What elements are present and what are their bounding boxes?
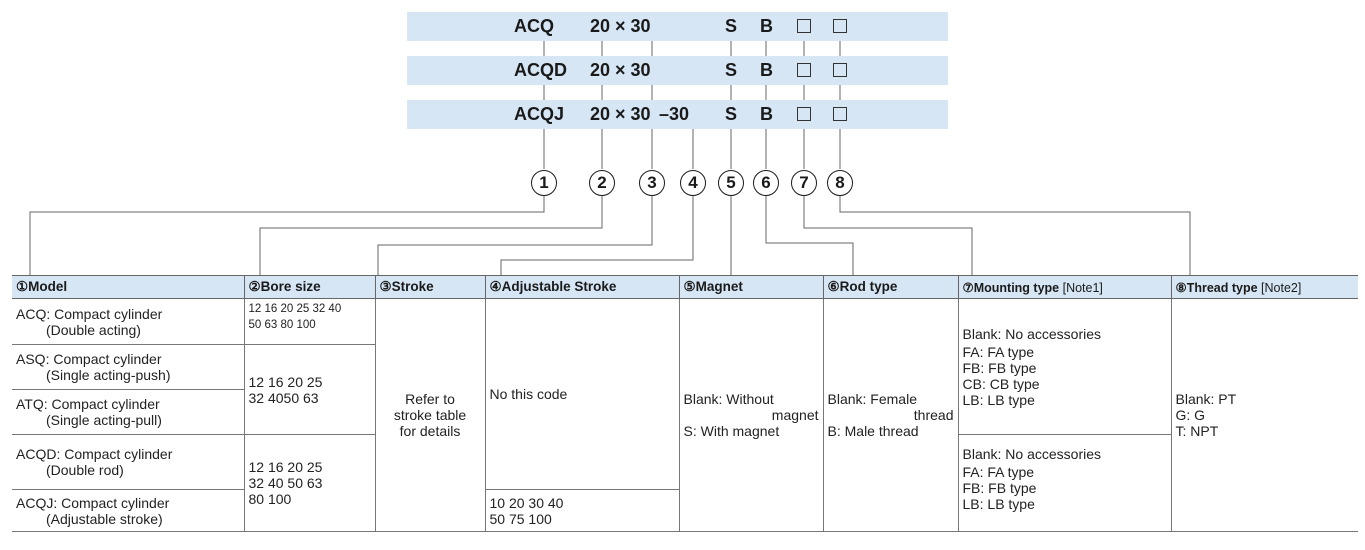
header-adjustable-stroke: ④Adjustable Stroke	[484, 275, 679, 299]
code-magnet: S	[725, 16, 738, 36]
thread-placeholder-box	[833, 63, 847, 77]
header-bore-size: ②Bore size	[243, 275, 375, 299]
mounting-cell-group2: Blank: No accessories FA: FA type FB: FB…	[957, 434, 1171, 532]
code-model: ACQD	[514, 60, 567, 80]
model-cell-asq: ASQ: Compact cylinder(Single acting-push…	[12, 344, 244, 390]
model-cell-acq: ACQ: Compact cylinder(Double acting)	[12, 298, 244, 345]
code-rod: B	[760, 104, 773, 124]
code-adjustable-stroke: –30	[659, 104, 690, 124]
table-header-row: ①Model ②Bore size ③Stroke ④Adjustable St…	[12, 275, 1358, 299]
code-size: 20 × 30	[590, 16, 651, 36]
circle-number-3: 3	[639, 170, 665, 196]
ordering-code-table: ①Model ②Bore size ③Stroke ④Adjustable St…	[12, 275, 1358, 532]
code-rod: B	[760, 16, 773, 36]
header-rod-type: ⑥Rod type	[822, 275, 958, 299]
mounting-placeholder-box	[797, 107, 811, 121]
code-magnet: S	[725, 104, 738, 124]
mounting-placeholder-box	[797, 63, 811, 77]
circle-number-4: 4	[680, 170, 706, 196]
table-row: ACQ: Compact cylinder(Double acting) 12 …	[12, 298, 1358, 532]
model-cell-acqd: ACQD: Compact cylinder(Double rod)	[12, 434, 244, 490]
code-magnet: S	[725, 60, 738, 80]
code-rod: B	[760, 60, 773, 80]
circle-number-6: 6	[753, 170, 779, 196]
table-row: ATQ: Compact cylinder(Single acting-pull…	[12, 389, 1358, 435]
circle-number-1: 1	[531, 170, 557, 196]
code-model: ACQJ	[514, 104, 565, 124]
code-size: 20 × 30	[590, 60, 651, 80]
circle-number-5: 5	[718, 170, 744, 196]
code-bar-acqd: ACQD 20 × 30 S B	[407, 56, 948, 85]
code-bar-acq: ACQ 20 × 30 S B	[407, 12, 948, 41]
header-model: ①Model	[12, 275, 244, 299]
model-cell-acqj: ACQJ: Compact cylinder(Adjustable stroke…	[12, 489, 244, 532]
code-bar-acqj: ACQJ 20 × 30 –30 S B	[407, 100, 948, 129]
code-size: 20 × 30	[590, 104, 651, 124]
thread-placeholder-box	[833, 107, 847, 121]
header-thread-type: ⑧Thread type [Note2]	[1170, 275, 1358, 299]
mounting-placeholder-box	[797, 19, 811, 33]
table-row: ASQ: Compact cylinder(Single acting-push…	[12, 344, 1358, 435]
circle-number-7: 7	[791, 170, 817, 196]
circle-number-8: 8	[827, 170, 853, 196]
header-stroke: ③Stroke	[374, 275, 485, 299]
adjustable-stroke-cell: No this code	[484, 298, 679, 490]
mounting-cell-group1: Blank: No accessories FA: FA type FB: FB…	[957, 298, 1171, 435]
header-mounting-type: ⑦Mounting type [Note1]	[957, 275, 1171, 299]
circle-number-2: 2	[589, 170, 615, 196]
thread-placeholder-box	[833, 19, 847, 33]
header-magnet: ⑤Magnet	[678, 275, 823, 299]
code-model: ACQ	[514, 16, 554, 36]
table-row: ACQJ: Compact cylinder(Adjustable stroke…	[12, 489, 1358, 532]
model-cell-atq: ATQ: Compact cylinder(Single acting-pull…	[12, 389, 244, 435]
table-row: ACQD: Compact cylinder(Double rod) 12 16…	[12, 434, 1358, 532]
